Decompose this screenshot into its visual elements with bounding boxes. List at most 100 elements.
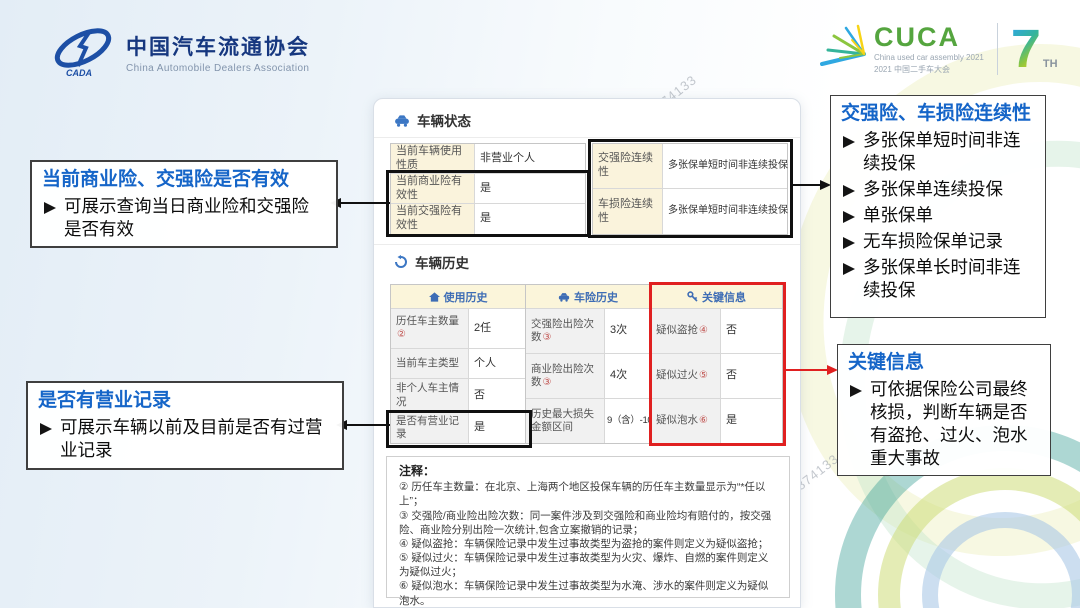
callout-business-record: 是否有营业记录 可展示车辆以前及目前是否有过营业记录 [26, 381, 344, 470]
key-info-column: 关键信息 疑似盗抢④ 否 疑似过火⑤ 否 疑似泡水⑥ 是 [651, 284, 783, 444]
table-label: 商业险出险次数③ [526, 354, 605, 399]
notes-title: 注释： [399, 464, 436, 478]
table-label: 当前车主类型 [391, 349, 469, 379]
divider [996, 23, 998, 75]
arrow-bullet-icon [843, 211, 855, 224]
decor-ring-green [878, 468, 1080, 608]
table-label: 疑似过火⑤ [651, 354, 721, 399]
note-item: ③ 交强险/商业险出险次数：同一案件涉及到交强险和商业险均有赔付的，按交强险、商… [399, 509, 772, 536]
svg-text:CADA: CADA [66, 68, 92, 78]
cuca-subtitle-cn: 2021 中国二手车大会 [874, 64, 951, 74]
callout-title: 是否有营业记录 [38, 390, 172, 411]
callout-bullet-text: 多张保单短时间非连续投保 [863, 129, 1021, 173]
arrow-bullet-icon [40, 422, 52, 435]
vehicle-history-section-title: 车辆历史 [394, 252, 469, 272]
red-arrow-right-icon [827, 365, 838, 375]
note-item: ⑤ 疑似过火：车辆保险记录中发生过事故类型为火灾、爆炸、自燃的案件则定义为疑似过… [399, 552, 769, 579]
notes-box: 注释： ② 历任车主数量：在北京、上海两个地区投保车辆的历任车主数量显示为“*任… [386, 456, 790, 607]
table-value: 否 [469, 379, 525, 413]
cuca-logo: CUCA China used car assembly 2021 2021 中… [812, 20, 1058, 78]
table-label: 历任车主数量② [391, 309, 469, 349]
callout-bullet-text: 多张保单长时间非连续投保 [863, 257, 1021, 301]
arrow-line [793, 184, 822, 186]
cuca-subtitle-en: China used car assembly 2021 [874, 52, 984, 62]
table-label: 疑似泡水⑥ [651, 399, 721, 443]
table-label: 车损险连续性 [593, 189, 663, 234]
key-icon [687, 291, 698, 302]
arrow-bullet-icon [44, 201, 56, 214]
cada-name-en: China Automobile Dealers Association [126, 62, 310, 74]
table-label: 当前商业险有效性 [391, 174, 475, 204]
table-value: 是 [475, 174, 585, 204]
insurance-history-column: 车险历史 交强险出险次数③ 3次 商业险出险次数③ 4次 历史最大损失金额区间 … [526, 284, 662, 444]
table-label: 非个人车主情况 [391, 379, 469, 413]
usage-history-header: 使用历史 [391, 285, 525, 309]
arrow-bullet-icon [843, 237, 855, 250]
edition-number: 7 [1010, 18, 1041, 79]
table-value: 2任 [469, 309, 525, 349]
table-value: 个人 [469, 349, 525, 379]
table-label: 是否有营业记录 [391, 413, 469, 443]
edition-badge: 7 TH [1010, 18, 1058, 79]
callout-bullet-text: 可展示车辆以前及目前是否有过营业记录 [60, 416, 323, 460]
table-label: 疑似盗抢④ [651, 309, 721, 354]
callout-title: 交强险、车损险连续性 [841, 103, 1032, 124]
table-value: 多张保单短时间非连续投保 [663, 189, 788, 234]
table-value: 4次 [605, 354, 649, 399]
cada-name-cn: 中国汽车流通协会 [126, 34, 310, 59]
status-right-table: 交强险连续性 多张保单短时间非连续投保 车损险连续性 多张保单短时间非连续投保 [592, 143, 788, 235]
cada-logo-icon: CADA [54, 28, 112, 78]
car-icon [395, 114, 409, 127]
callout-title: 关键信息 [848, 352, 925, 373]
table-value: 是 [475, 204, 585, 234]
callout-key-info: 关键信息 可依据保险公司最终核损，判断车辆是否有盗抢、过火、泡水重大事故 [837, 344, 1051, 476]
callout-bullet-text: 可依据保险公司最终核损，判断车辆是否有盗抢、过火、泡水重大事故 [870, 378, 1028, 469]
table-value: 9（含）-10万 [605, 399, 662, 443]
arrow-bullet-icon [843, 135, 855, 148]
callout-bullet-text: 多张保单连续投保 [863, 178, 1003, 199]
callout-bullet-text: 无车损险保单记录 [863, 231, 1003, 252]
callout-continuity: 交强险、车损险连续性 多张保单短时间非连续投保 多张保单连续投保 单张保单 无车… [830, 95, 1046, 318]
table-label: 历史最大损失金额区间 [526, 399, 605, 443]
red-arrow-line [786, 369, 828, 371]
usage-history-column: 使用历史 历任车主数量② 2任 当前车主类型 个人 非个人车主情况 否 是否有营… [390, 284, 526, 444]
table-value: 否 [721, 354, 781, 399]
divider [374, 244, 800, 245]
callout-title: 当前商业险、交强险是否有效 [42, 169, 290, 190]
arrow-line [346, 424, 390, 426]
arrow-line [340, 202, 390, 204]
cada-logo: CADA 中国汽车流通协会 China Automobile Dealers A… [52, 26, 310, 78]
key-info-header: 关键信息 [651, 285, 782, 309]
house-icon [428, 291, 440, 302]
arrow-right-icon [820, 180, 831, 190]
table-value: 否 [721, 309, 781, 354]
table-value: 多张保单短时间非连续投保 [663, 144, 788, 189]
edition-suffix: TH [1042, 58, 1058, 71]
table-value: 是 [469, 413, 525, 443]
note-item: ④ 疑似盗抢：车辆保险记录中发生过事故类型为盗抢的案件则定义为疑似盗抢； [399, 537, 769, 550]
car-icon [558, 292, 570, 302]
history-icon [395, 255, 407, 268]
callout-bullet-text: 可展示查询当日商业险和交强险是否有效 [64, 195, 309, 239]
insurance-history-header: 车险历史 [526, 285, 650, 309]
vehicle-status-section-title: 车辆状态 [394, 110, 471, 130]
note-item: ⑥ 疑似泡水：车辆保险记录中发生过事故类型为水淹、涉水的案件则定义为疑似泡水。 [399, 580, 769, 607]
table-value: 3次 [605, 309, 649, 354]
table-label: 当前交强险有效性 [391, 204, 475, 234]
arrow-bullet-icon [843, 263, 855, 276]
cuca-wordmark: CUCA [874, 21, 960, 52]
divider [374, 137, 800, 138]
status-left-table: 当前车辆使用性质 非营业个人 当前商业险有效性 是 当前交强险有效性 是 [390, 143, 586, 235]
table-label: 交强险连续性 [593, 144, 663, 189]
callout-current-insurance: 当前商业险、交强险是否有效 可展示查询当日商业险和交强险是否有效 [30, 160, 338, 248]
arrow-bullet-icon [843, 184, 855, 197]
table-label: 交强险出险次数③ [526, 309, 605, 354]
section-title-text: 车辆状态 [417, 114, 471, 129]
cuca-burst-icon [820, 24, 866, 66]
note-item: ② 历任车主数量：在北京、上海两个地区投保车辆的历任车主数量显示为“*任以上”； [399, 481, 766, 508]
table-label: 当前车辆使用性质 [391, 144, 475, 174]
table-value: 是 [721, 399, 781, 443]
section-title-text: 车辆历史 [415, 256, 469, 271]
arrow-bullet-icon [850, 384, 862, 397]
